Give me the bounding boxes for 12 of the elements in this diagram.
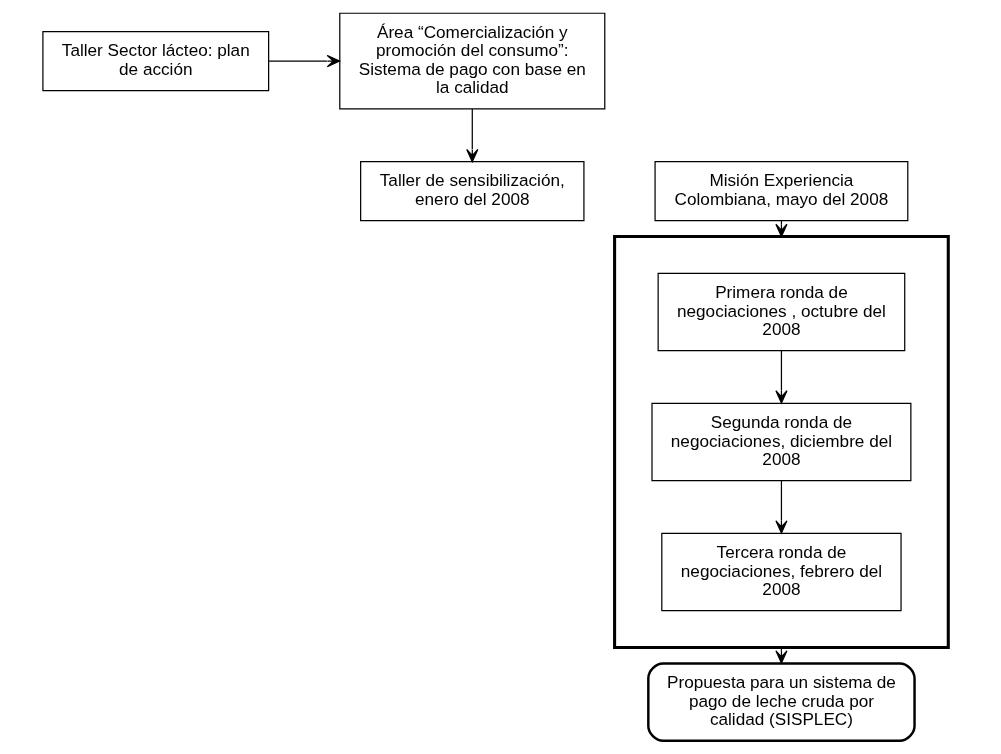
node-box: Primera ronda de negociaciones , octubre del 2008	[657, 272, 906, 352]
arrow	[775, 480, 788, 534]
node-box: Misión Experiencia Colombiana, mayo del 2008	[654, 161, 909, 222]
arrow	[466, 108, 479, 163]
node-box: Área “Comercialización y promoción del consumo”: Sistema de pago con base en la calidad	[339, 12, 606, 110]
node-box: Tercera ronda de negociaciones, febrero del 2008	[661, 532, 902, 612]
node-box: Taller de sensibilización, enero del 2008	[360, 161, 585, 222]
node-box: Taller Sector lácteo: plan de acción	[42, 31, 270, 92]
arrow	[268, 54, 341, 68]
arrow	[775, 350, 788, 404]
node-box: Segunda ronda de negociaciones, diciembre del 2008	[651, 402, 912, 482]
node-box: Propuesta para un sistema de pago de leche cruda por calidad (SISPLEC)	[647, 662, 916, 742]
